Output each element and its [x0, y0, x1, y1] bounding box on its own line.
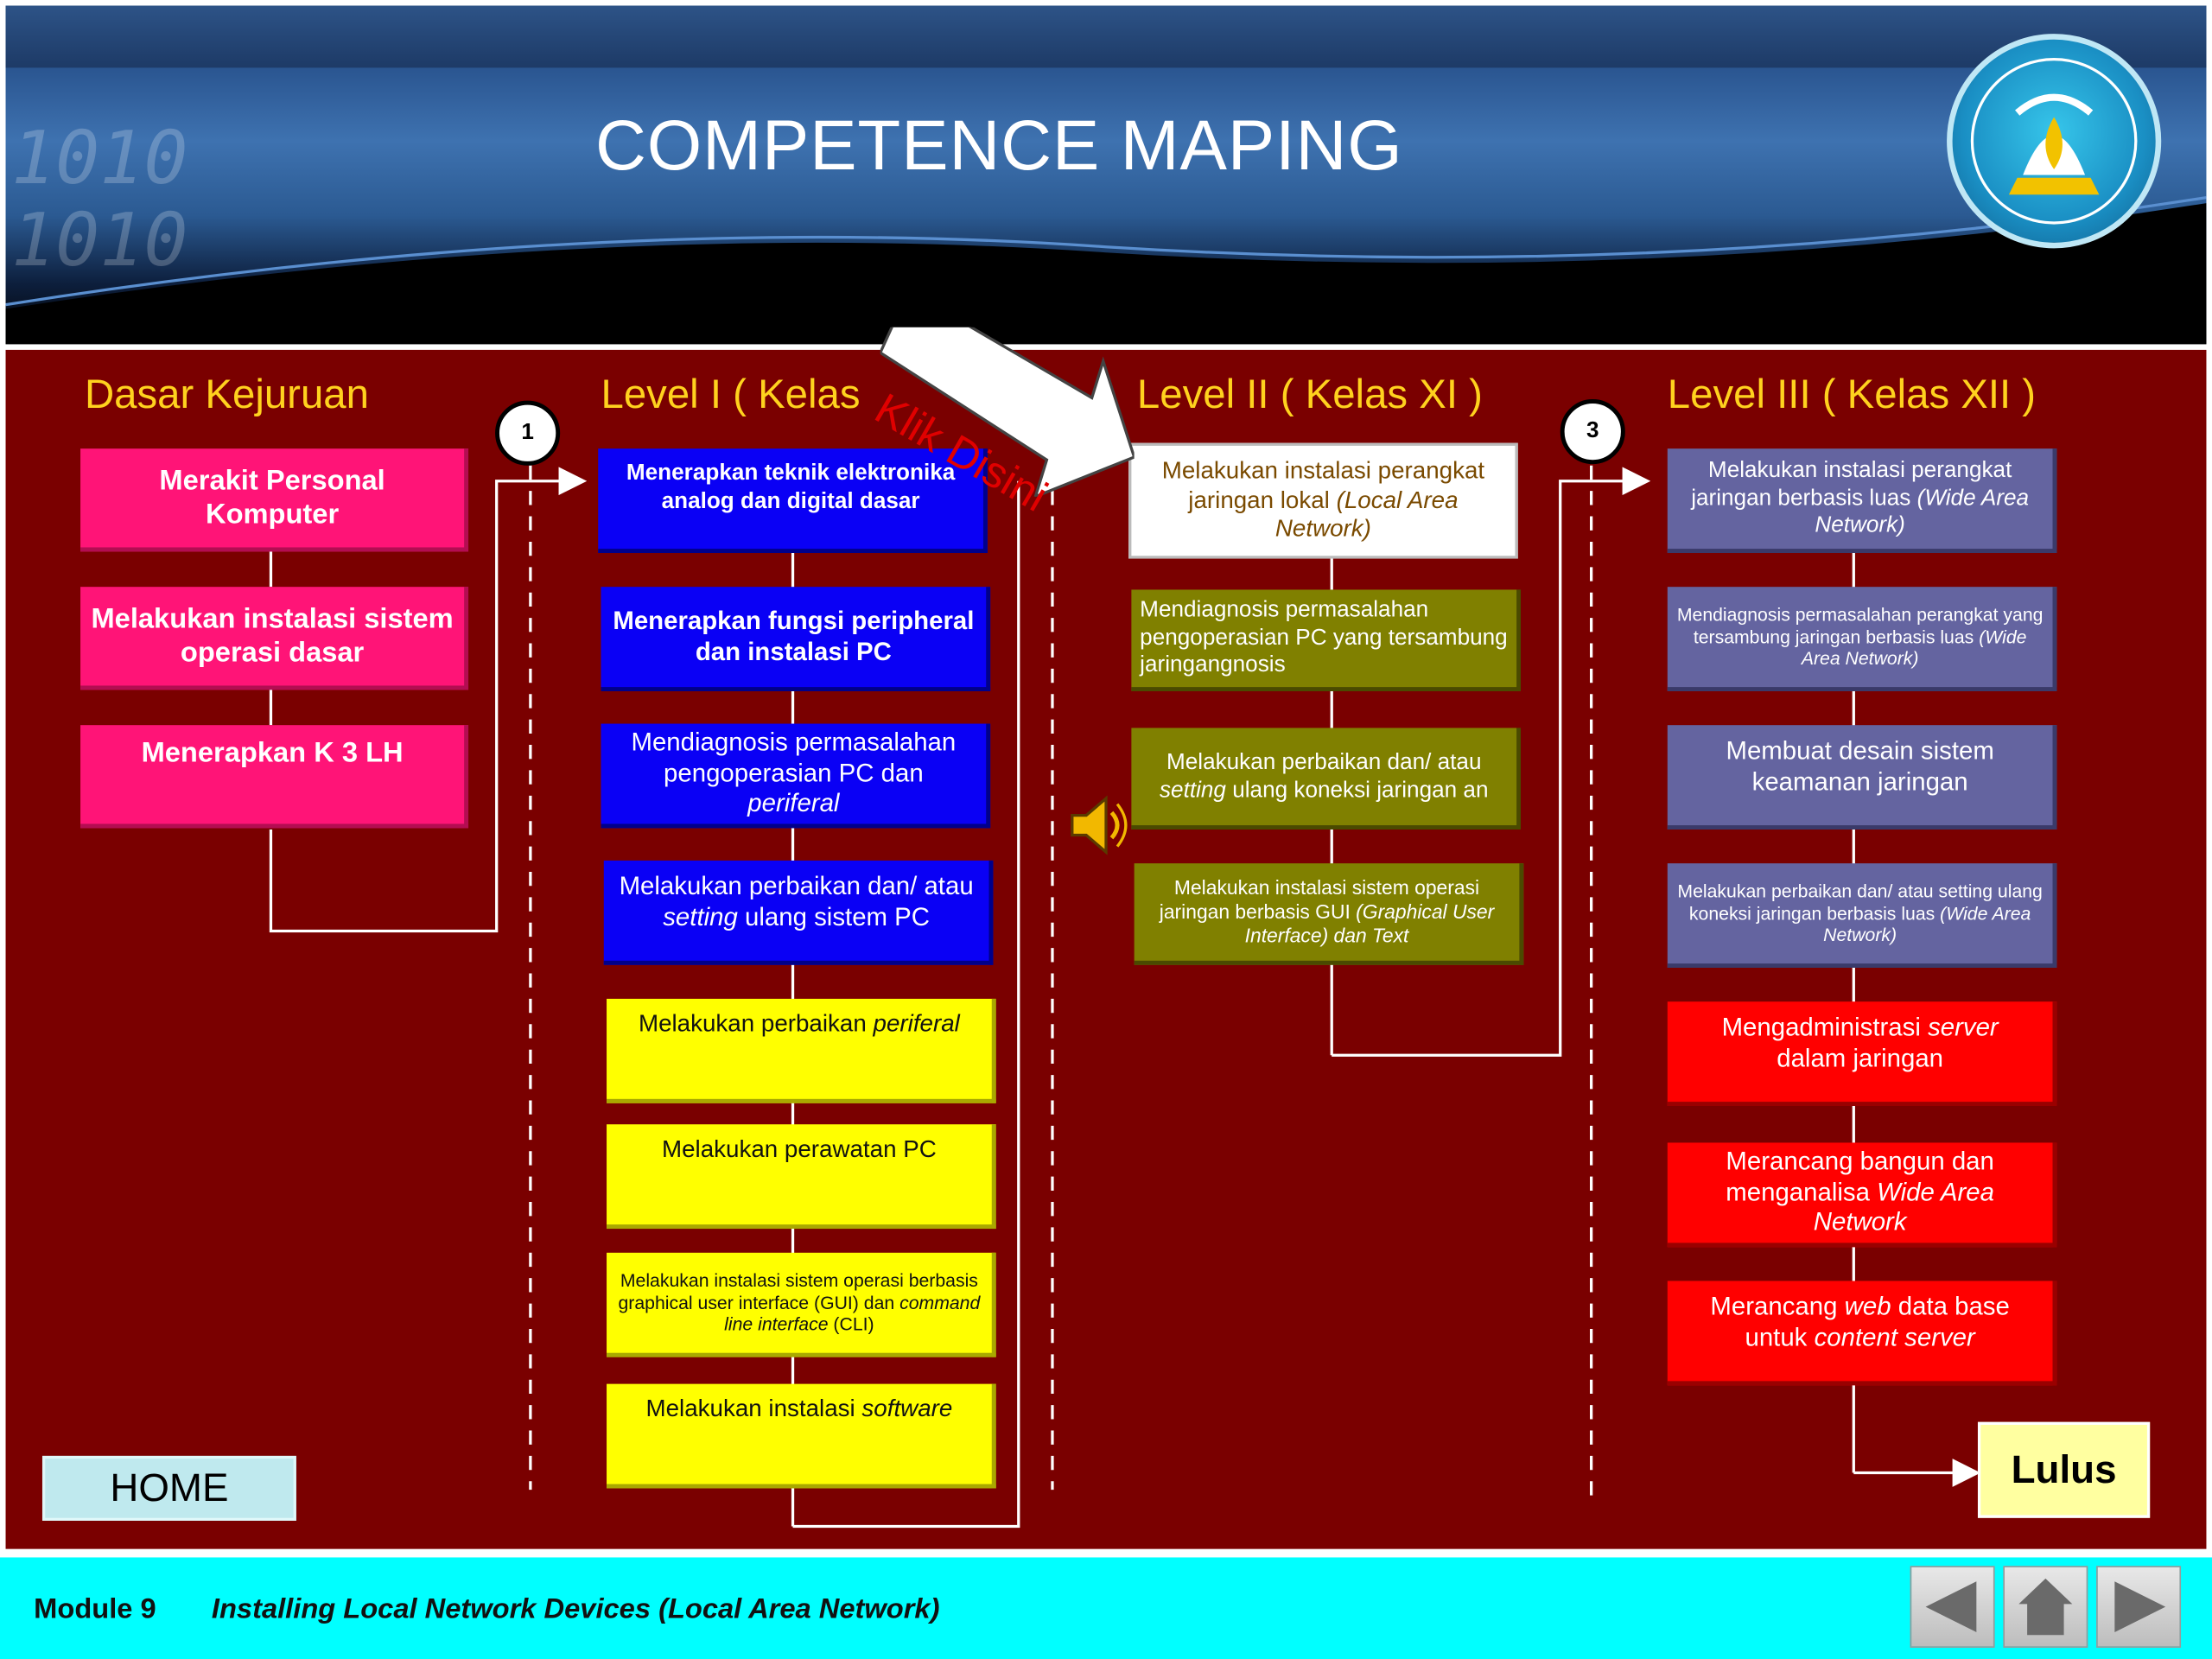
tut-wuri-handayani-logo	[1947, 34, 2162, 249]
header-banner: 1010 1010 COMPETENCE MAPING	[5, 5, 2207, 345]
next-icon	[2114, 1581, 2166, 1632]
nav-home-button[interactable]	[2003, 1566, 2088, 1648]
competence-box-instalasi-lan[interactable]: Melakukan instalasi perangkat jaringan l…	[1128, 442, 1518, 559]
lulus-box[interactable]: Lulus	[1977, 1421, 2151, 1518]
home-icon	[2018, 1578, 2073, 1636]
competence-box-perbaikan-wan[interactable]: Melakukan perbaikan dan/ atau setting ul…	[1667, 863, 2057, 968]
binary-decoration: 1010 1010	[11, 117, 188, 284]
competence-box-merakit-pc[interactable]: Merakit Personal Komputer	[80, 448, 469, 552]
column-title-level-2: Level II ( Kelas XI )	[1136, 372, 1483, 418]
column-title-level-1: Level I ( Kelas	[601, 372, 861, 418]
column-title-level-3: Level III ( Kelas XII )	[1667, 372, 2037, 418]
competence-box-k3lh[interactable]: Menerapkan K 3 LH	[80, 725, 469, 829]
header-swoosh	[5, 195, 2207, 345]
prev-button[interactable]	[1910, 1566, 1995, 1648]
speaker-icon[interactable]	[1066, 790, 1131, 861]
header-top-bar	[5, 5, 2207, 68]
competence-box-rancang-wan[interactable]: Merancang bangun dan menganalisa Wide Ar…	[1667, 1142, 2057, 1248]
competence-box-instalasi-os-gui-cli[interactable]: Melakukan instalasi sistem operasi berba…	[607, 1252, 996, 1357]
competence-box-elektronika-dasar[interactable]: Menerapkan teknik elektronika analog dan…	[598, 448, 988, 553]
competence-box-instalasi-software[interactable]: Melakukan instalasi software	[607, 1383, 996, 1489]
column-title-dasar-kejuruan: Dasar Kejuruan	[84, 372, 369, 418]
competence-box-diagnosis-pc[interactable]: Mendiagnosis permasalahan pengoperasian …	[601, 723, 991, 829]
competence-box-perbaikan-pc[interactable]: Melakukan perbaikan dan/ atau setting ul…	[603, 860, 994, 965]
footer-module-title: Installing Local Network Devices (Local …	[211, 1593, 940, 1625]
competence-box-diagnosis-jaringan[interactable]: Mendiagnosis permasalahan pengoperasian …	[1131, 589, 1521, 691]
competence-box-rancang-web-db[interactable]: Merancang web data base untuk content se…	[1667, 1281, 2057, 1386]
home-button[interactable]: HOME	[41, 1455, 296, 1521]
competence-box-instalasi-os-dasar[interactable]: Melakukan instalasi sistem operasi dasar	[80, 587, 469, 690]
step-badge-3: 3	[1560, 399, 1625, 465]
competence-box-os-jaringan-gui[interactable]: Melakukan instalasi sistem operasi jarin…	[1134, 863, 1524, 965]
competence-box-desain-keamanan[interactable]: Membuat desain sistem keamanan jaringan	[1667, 725, 2057, 830]
previous-icon	[1925, 1581, 1977, 1632]
competence-box-diagnosis-wan[interactable]: Mendiagnosis permasalahan perangkat yang…	[1667, 587, 2057, 691]
step-badge-1: 1	[495, 400, 561, 466]
footer-bar: Module 9 Installing Local Network Device…	[0, 1557, 2212, 1659]
klik-disini-arrow-callout[interactable]	[880, 327, 1135, 497]
page-title: COMPETENCE MAPING	[594, 105, 1403, 185]
next-button[interactable]	[2096, 1566, 2182, 1648]
competence-box-fungsi-peripheral[interactable]: Menerapkan fungsi peripheral dan instala…	[601, 587, 991, 691]
footer-module-label: Module 9	[34, 1593, 156, 1625]
competence-box-perawatan-pc[interactable]: Melakukan perawatan PC	[607, 1124, 996, 1230]
competence-box-instalasi-wan[interactable]: Melakukan instalasi perangkat jaringan b…	[1667, 448, 2057, 553]
competence-box-perbaikan-periferal[interactable]: Melakukan perbaikan periferal	[607, 998, 996, 1103]
